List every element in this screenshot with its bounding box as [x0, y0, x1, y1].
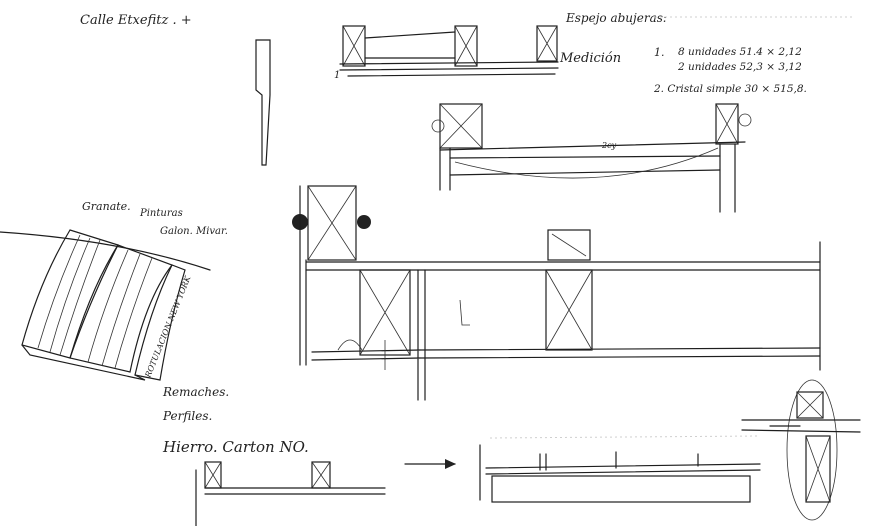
title-note: Calle Etxefitz . +: [80, 13, 192, 28]
clamp-mark: [357, 215, 371, 229]
rivets-note: Remaches.: [162, 385, 229, 399]
bottom-left-sketch: [195, 461, 386, 526]
sketch-number: 1: [334, 70, 340, 81]
sign-lettering: ROTULACION NEW YORK: [143, 274, 193, 380]
item1-line2: 2 unidades 52,3 × 3,12: [677, 61, 802, 73]
middle-section-sketch: [431, 103, 752, 213]
profile-sketch: [255, 39, 271, 166]
iron-note: Hierro. Carton NO.: [162, 438, 309, 456]
curved-sign-sketch: ROTULACION NEW YORK: [0, 229, 211, 381]
main-section-sketch: [292, 185, 821, 401]
item1-number: 1.: [654, 46, 665, 59]
color-note: Granate.: [82, 200, 131, 213]
profiles-note: Perfiles.: [162, 409, 212, 423]
item1-line1: 8 unidades 51.4 × 2,12: [678, 46, 802, 58]
trim-note: Galon. Mivar.: [160, 226, 228, 237]
measurement-label: Medición: [559, 51, 621, 66]
arrow-head-icon: [445, 459, 456, 469]
top-elevation-sketch: [339, 25, 559, 77]
bottom-right-sketch: [479, 379, 861, 521]
item2-line: 2. Cristal simple 30 × 515,8.: [653, 83, 807, 95]
mirror-heading: Espejo abujeras:: [565, 11, 667, 25]
paints-note: Pinturas: [139, 208, 183, 219]
